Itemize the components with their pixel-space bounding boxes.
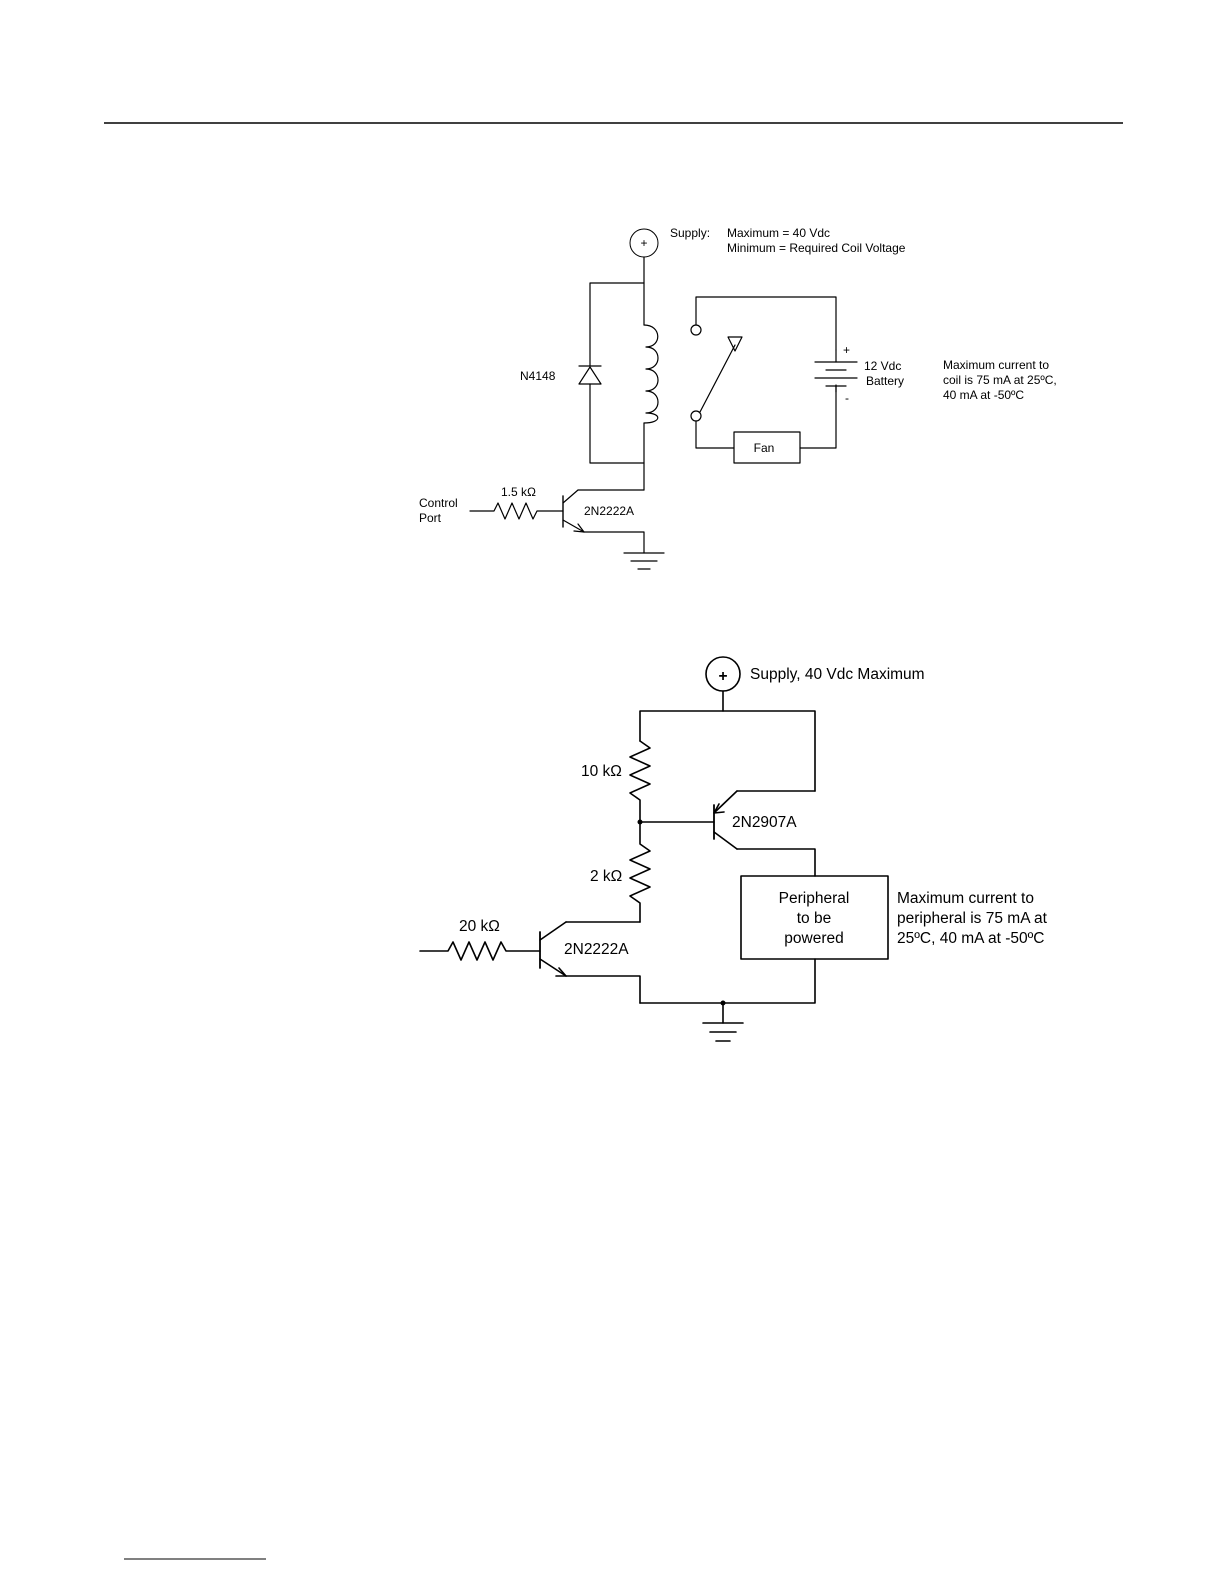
supply-terminal-symbol-2: + (718, 668, 727, 685)
battery-icon (814, 349, 858, 393)
coil-current-note-line-2: coil is 75 mA at 25ºC, (943, 373, 1057, 387)
diode-label: N4148 (520, 369, 556, 383)
peripheral-label-line-3: powered (784, 930, 843, 947)
pnp-transistor-label: 2N2907A (732, 814, 797, 831)
resistor-10k-icon (629, 740, 651, 823)
coil-current-note-line-3: 40 mA at -50ºC (943, 388, 1024, 402)
control-port-label-line-1: Control (419, 496, 458, 510)
switch-arrow-icon (727, 336, 743, 352)
coil-current-note-line-1: Maximum current to (943, 358, 1049, 372)
battery-label: Battery (866, 374, 904, 388)
switch-bottom-wire (695, 420, 735, 449)
pnp-switch-diagram: + Supply, 40 Vdc Maximum 10 kΩ 2N2907A 2… (419, 656, 1048, 1042)
peripheral-current-note-line-1: Maximum current to (897, 890, 1034, 907)
base-resistor-label: 1.5 kΩ (501, 485, 536, 499)
supply-label: Supply: (670, 226, 710, 240)
supply-label-2: Supply, 40 Vdc Maximum (750, 666, 925, 683)
bottom-rail (639, 958, 816, 1004)
resistor-2k-icon (629, 821, 651, 923)
diode-top-wire (589, 282, 645, 367)
battery-plus-label: + (843, 343, 850, 357)
fan-right-wire (799, 384, 837, 449)
base-resistor-icon (469, 502, 564, 520)
resistor-10k-label: 10 kΩ (581, 763, 622, 780)
peripheral-current-note-line-2: peripheral is 75 mA at (897, 910, 1048, 927)
control-port-label-line-2: Port (419, 511, 442, 525)
supply-terminal-symbol: + (640, 236, 647, 250)
peripheral-label-line-1: Peripheral (779, 890, 850, 907)
transistor-label: 2N2222A (584, 504, 634, 518)
npn-transistor-label-2: 2N2222A (564, 941, 629, 958)
relay-coil-icon (643, 324, 659, 424)
pnp-transistor-icon (713, 790, 816, 877)
fan-box (733, 431, 801, 464)
switch-contact-bottom-icon (690, 410, 702, 422)
resistor-2k-label: 2 kΩ (590, 868, 622, 885)
fan-label: Fan (754, 441, 775, 455)
supply-max-label: Maximum = 40 Vdc (727, 226, 830, 240)
switch-top-wire (695, 296, 837, 351)
battery-minus-label: - (845, 391, 849, 405)
battery-voltage-label: 12 Vdc (864, 359, 901, 373)
diode-icon (578, 365, 602, 385)
switch-arm-icon (699, 344, 736, 413)
ground-icon-2 (702, 1022, 744, 1042)
supply-min-label: Minimum = Required Coil Voltage (727, 241, 906, 255)
npn-transistor-icon-2 (539, 921, 641, 1004)
top-rail (639, 710, 816, 792)
peripheral-current-note-line-3: 25ºC, 40 mA at -50ºC (897, 930, 1044, 947)
resistor-20k-label: 20 kΩ (459, 918, 500, 935)
ground-icon (623, 552, 665, 570)
resistor-20k-icon (419, 941, 541, 961)
relay-driver-diagram: + Supply: Maximum = 40 Vdc Minimum = Req… (419, 226, 1057, 570)
diode-bottom-wire (589, 383, 645, 464)
switch-contact-top-icon (690, 324, 702, 336)
peripheral-label-line-2: to be (797, 910, 831, 927)
npn-transistor-icon (562, 489, 645, 554)
